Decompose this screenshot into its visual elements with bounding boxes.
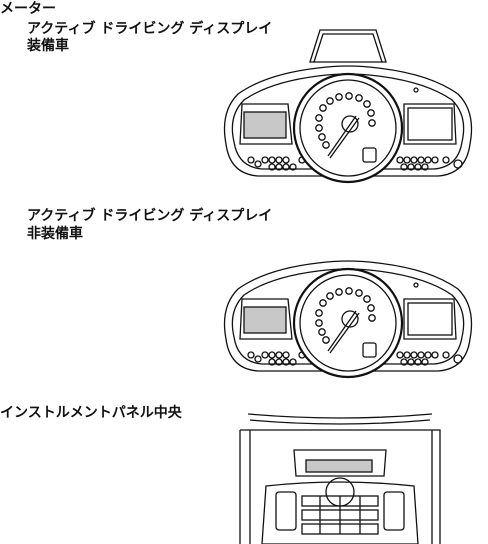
- instrument-cluster-without-ad-icon: [223, 260, 473, 379]
- warning-lamps-right: [396, 156, 463, 171]
- section-title-meter: メーター: [0, 1, 56, 17]
- hud-unit-icon: [309, 29, 387, 63]
- warning-lamps-left: [247, 156, 306, 171]
- warning-lamps-left: [247, 351, 306, 366]
- variant-no-ad-line2: 非装備車: [27, 226, 83, 242]
- center-panel-icon: [239, 413, 441, 544]
- warning-lamps-right: [396, 351, 463, 366]
- section-title-panel: インストルメントパネル中央: [0, 405, 182, 421]
- instrument-cluster-with-ad-icon: [223, 29, 473, 184]
- tachometer-dial: [292, 267, 404, 379]
- variant-ad-line2: 装備車: [27, 38, 69, 54]
- variant-ad-line1: アクティブ ドライビング ディスプレイ: [27, 21, 273, 37]
- variant-no-ad-line1: アクティブ ドライビング ディスプレイ: [27, 208, 273, 224]
- tachometer-dial: [292, 72, 404, 184]
